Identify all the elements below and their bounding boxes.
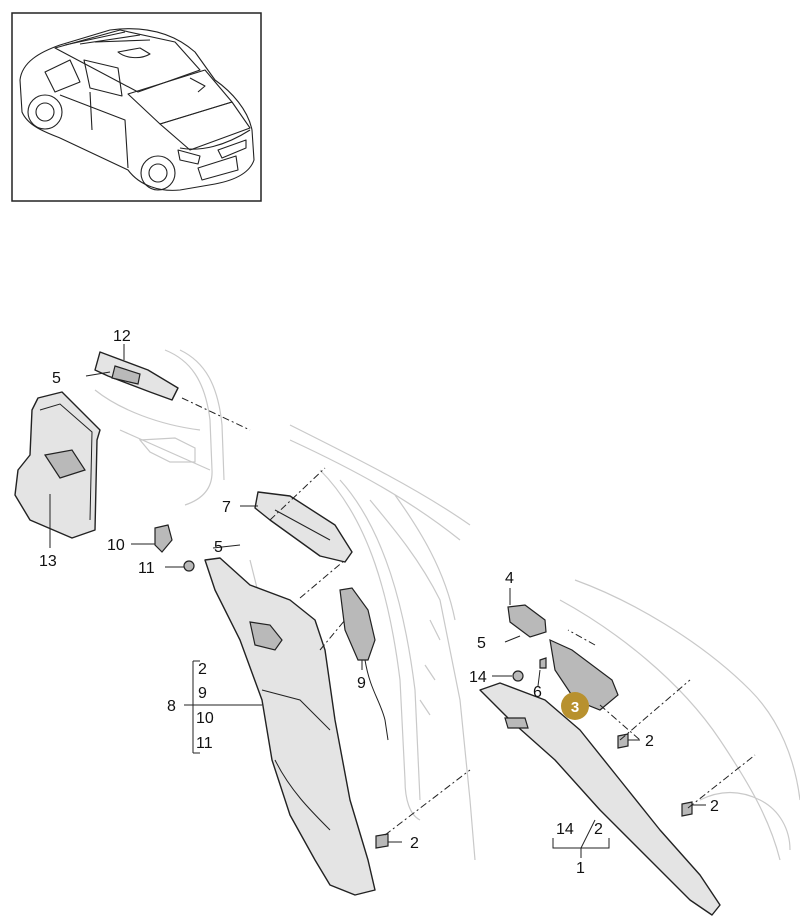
callout-9: 9 xyxy=(357,675,366,692)
part-8-pillar-trim xyxy=(204,557,376,896)
callout-8-sub-10: 10 xyxy=(196,710,214,727)
part-7-trim-strip xyxy=(254,491,353,563)
callout-13: 13 xyxy=(39,553,57,570)
assembly-lines xyxy=(181,397,756,836)
callout-2: 2 xyxy=(645,733,654,750)
porsche-suv-icon xyxy=(19,28,255,191)
callout-5: 5 xyxy=(214,539,223,556)
callout-1-sub-2: 2 xyxy=(594,821,603,838)
callout-8-sub-2: 2 xyxy=(198,661,207,678)
part-12-bracket xyxy=(94,351,179,401)
callout-8-sub-11: 11 xyxy=(196,735,213,752)
callout-11: 11 xyxy=(138,560,155,577)
fasteners xyxy=(85,371,693,849)
part-1-roof-trim xyxy=(479,682,721,916)
highlight-badge-3[interactable]: 3 xyxy=(561,692,589,720)
callout-5: 5 xyxy=(477,635,486,652)
callout-10: 10 xyxy=(107,537,125,554)
callout-2: 2 xyxy=(710,798,719,815)
callout-1: 1 xyxy=(576,860,585,877)
callout-leaders xyxy=(49,344,706,858)
vehicle-thumbnail xyxy=(11,12,262,202)
part-4-clip xyxy=(507,604,547,638)
callout-labels: 12 5 13 7 10 5 11 8 2 9 10 11 9 2 4 5 14… xyxy=(39,328,719,877)
callout-8-sub-9: 9 xyxy=(198,685,207,702)
callout-7: 7 xyxy=(222,499,231,516)
callout-14: 14 xyxy=(556,821,574,838)
callout-2: 2 xyxy=(410,835,419,852)
body-outline-ghost xyxy=(94,349,800,861)
callout-12: 12 xyxy=(113,328,131,345)
callout-6: 6 xyxy=(533,684,542,701)
badge-3-label: 3 xyxy=(571,699,579,716)
part-9-adjuster xyxy=(339,587,389,741)
part-13-trim-panel xyxy=(14,391,101,539)
callout-8: 8 xyxy=(167,698,176,715)
part-3-bracket xyxy=(549,638,619,711)
callout-4: 4 xyxy=(505,570,514,587)
callout-5: 5 xyxy=(52,370,61,387)
callout-14: 14 xyxy=(469,669,487,686)
